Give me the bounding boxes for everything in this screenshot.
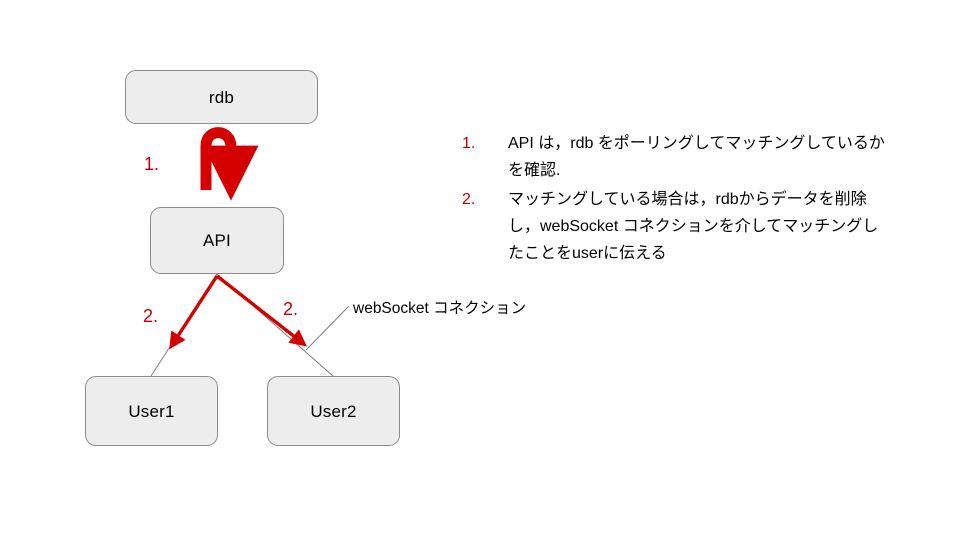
node-api[interactable]: API bbox=[150, 207, 284, 274]
node-user2[interactable]: User2 bbox=[267, 376, 400, 446]
note-marker: 2. bbox=[462, 191, 476, 208]
node-rdb[interactable]: rdb bbox=[125, 70, 318, 124]
node-api-label: API bbox=[202, 231, 231, 250]
notes-list: 1. API は，rdb をポーリングしてマッチングしているかを確認. 2. マ… bbox=[462, 130, 892, 269]
note-item: 1. API は，rdb をポーリングしてマッチングしているかを確認. bbox=[462, 130, 892, 184]
wire-websocket-leader bbox=[305, 305, 350, 351]
note-item: 2. マッチングしている場合は，rdbからデータを削除し，webSocket コ… bbox=[462, 186, 892, 267]
node-user2-label: User2 bbox=[310, 401, 357, 421]
wire-api-user1 bbox=[150, 273, 218, 377]
arrow-rdb-to-api bbox=[200, 127, 259, 201]
wire-api-user2 bbox=[216, 273, 334, 377]
step-label-1: 1. bbox=[144, 154, 160, 174]
note-text: API は，rdb をポーリングしてマッチングしているかを確認. bbox=[508, 135, 885, 179]
node-user1-label: User1 bbox=[128, 401, 175, 421]
note-text: マッチングしている場合は，rdbからデータを削除し，webSocket コネクシ… bbox=[508, 191, 879, 262]
node-user1[interactable]: User1 bbox=[85, 376, 218, 446]
step-label-2-left: 2. bbox=[143, 306, 159, 326]
note-marker: 1. bbox=[462, 135, 476, 152]
step-label-2-right: 2. bbox=[283, 299, 299, 319]
node-rdb-label: rdb bbox=[208, 87, 235, 107]
websocket-connection-label: webSocket コネクション bbox=[353, 300, 527, 317]
arrow-api-to-user1 bbox=[169, 275, 219, 350]
